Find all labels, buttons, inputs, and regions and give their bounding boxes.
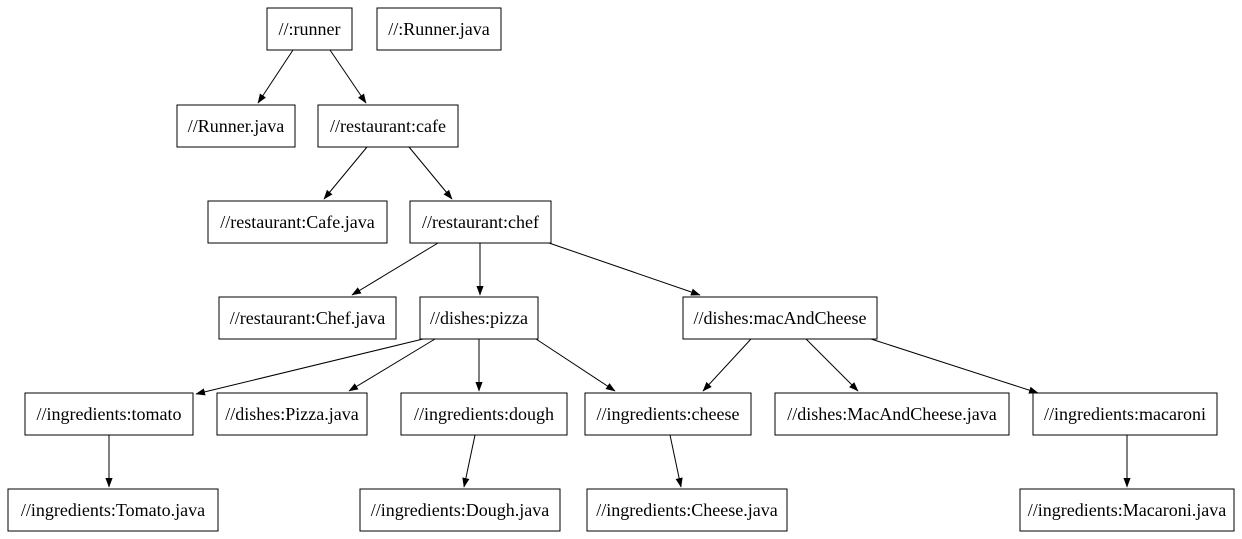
node-cafe_java: //restaurant:Cafe.java <box>207 200 388 244</box>
edge-chef-to-chef_java <box>351 242 439 296</box>
node-runner: //:runner <box>266 7 353 51</box>
node-box-dough_java <box>359 488 561 532</box>
node-box-pizza_java <box>216 392 368 436</box>
node-mac_and_cheese_java: //dishes:MacAndCheese.java <box>774 392 1010 436</box>
edge-pizza-to-tomato <box>195 338 424 396</box>
nodes-layer: //:runner //:Runner.java //Runner.java //re… <box>7 7 1235 532</box>
node-box-tomato <box>24 392 194 436</box>
edge-cafe-to-chef <box>408 146 453 200</box>
node-label-cafe_java: //restaurant:Cafe.java <box>220 212 374 232</box>
node-label-runner: //:runner <box>279 19 341 39</box>
node-label-tomato_java: //ingredients:Tomato.java <box>21 500 205 520</box>
edge-mac_and_cheese-to-mac_and_cheese_java <box>805 338 859 392</box>
node-label-cheese_java: //ingredients:Cheese.java <box>596 500 777 520</box>
edge-pizza-to-cheese <box>535 338 616 392</box>
node-box-mac_and_cheese_java <box>774 392 1010 436</box>
node-pizza_java: //dishes:Pizza.java <box>216 392 368 436</box>
edge-runner-to-runner_java <box>257 49 294 104</box>
node-label-tomato: //ingredients:tomato <box>37 404 182 424</box>
node-chef_java: //restaurant:Chef.java <box>218 296 397 340</box>
node-box-macaroni <box>1032 392 1218 436</box>
node-label-cheese: //ingredients:cheese <box>597 404 740 424</box>
edge-chef-to-mac_and_cheese <box>548 242 701 296</box>
edge-dough-to-dough_java <box>462 434 476 488</box>
node-box-chef <box>409 200 552 244</box>
edge-pizza-to-pizza_java <box>348 338 436 392</box>
node-box-root_runner_java <box>376 7 502 51</box>
node-label-dough: //ingredients:dough <box>414 404 554 424</box>
node-label-macaroni_java: //ingredients:Macaroni.java <box>1028 500 1226 520</box>
node-label-dough_java: //ingredients:Dough.java <box>371 500 549 520</box>
node-label-chef_java: //restaurant:Chef.java <box>230 308 385 328</box>
node-box-runner <box>266 7 353 51</box>
node-label-runner_java: //Runner.java <box>188 116 284 136</box>
node-runner_java: //Runner.java <box>176 104 296 148</box>
node-box-pizza <box>419 296 539 340</box>
node-chef: //restaurant:chef <box>409 200 552 244</box>
edge-runner-to-cafe <box>329 49 367 104</box>
node-cheese_java: //ingredients:Cheese.java <box>586 488 788 532</box>
node-label-macaroni: //ingredients:macaroni <box>1044 404 1206 424</box>
node-dough: //ingredients:dough <box>400 392 568 436</box>
node-box-mac_and_cheese <box>682 296 878 340</box>
node-dough_java: //ingredients:Dough.java <box>359 488 561 532</box>
node-label-mac_and_cheese_java: //dishes:MacAndCheese.java <box>787 404 996 424</box>
node-label-mac_and_cheese: //dishes:macAndCheese <box>694 308 867 328</box>
edge-cheese-to-cheese_java <box>669 434 683 488</box>
node-cafe: //restaurant:cafe <box>317 104 459 148</box>
node-label-pizza_java: //dishes:Pizza.java <box>225 404 358 424</box>
node-mac_and_cheese: //dishes:macAndCheese <box>682 296 878 340</box>
node-label-root_runner_java: //:Runner.java <box>388 19 489 39</box>
node-tomato: //ingredients:tomato <box>24 392 194 436</box>
node-cheese: //ingredients:cheese <box>584 392 752 436</box>
node-box-dough <box>400 392 568 436</box>
node-root_runner_java: //:Runner.java <box>376 7 502 51</box>
node-macaroni_java: //ingredients:Macaroni.java <box>1019 488 1235 532</box>
node-box-cafe_java <box>207 200 388 244</box>
node-box-cheese <box>584 392 752 436</box>
node-box-chef_java <box>218 296 397 340</box>
node-box-runner_java <box>176 104 296 148</box>
node-box-cheese_java <box>586 488 788 532</box>
edge-cafe-to-cafe_java <box>323 146 368 200</box>
node-box-tomato_java <box>7 488 219 532</box>
node-tomato_java: //ingredients:Tomato.java <box>7 488 219 532</box>
edge-mac_and_cheese-to-cheese <box>702 338 752 392</box>
edges-layer <box>105 49 1131 488</box>
node-label-cafe: //restaurant:cafe <box>330 116 446 136</box>
node-macaroni: //ingredients:macaroni <box>1032 392 1218 436</box>
node-box-cafe <box>317 104 459 148</box>
node-label-chef: //restaurant:chef <box>422 212 539 232</box>
node-pizza: //dishes:pizza <box>419 296 539 340</box>
node-label-pizza: //dishes:pizza <box>430 308 528 328</box>
edge-mac_and_cheese-to-macaroni <box>870 338 1039 394</box>
node-box-macaroni_java <box>1019 488 1235 532</box>
